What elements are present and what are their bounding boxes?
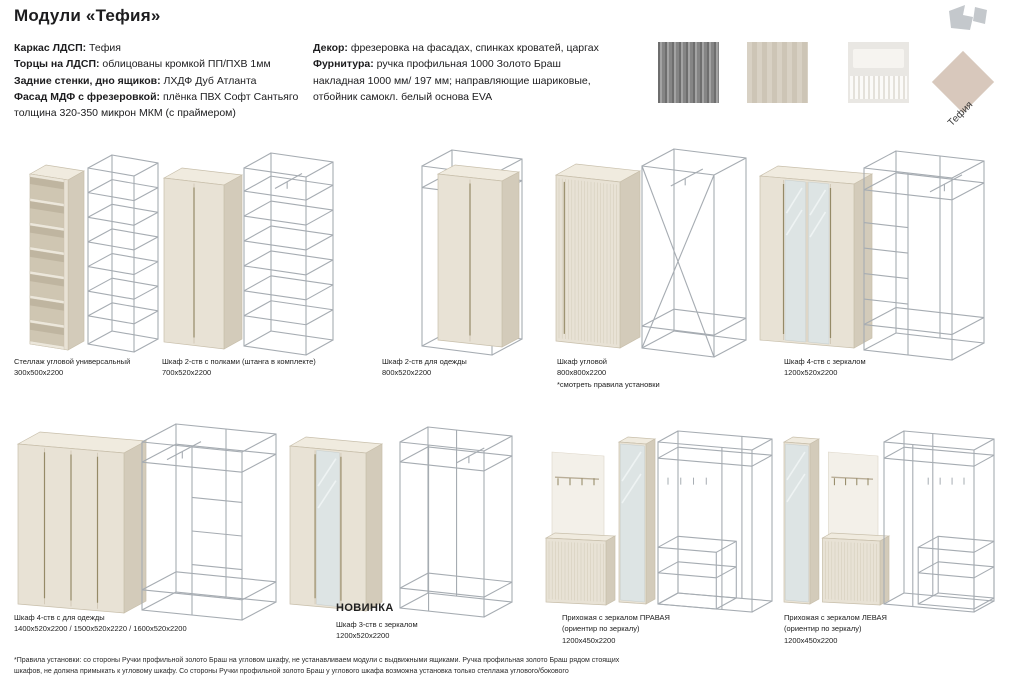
product-name: Прихожая с зеркалом ЛЕВАЯ <box>784 613 887 622</box>
spec-value: фрезеровка на фасадах, спинках кроватей,… <box>350 42 599 54</box>
spec-line: Каркас ЛДСП: Тефия <box>14 40 306 56</box>
spec-line: Задние стенки, дно ящиков: ЛХДФ Дуб Атла… <box>14 73 306 89</box>
brand-logo-icon <box>949 5 987 30</box>
product-dims: 1200х520х2200 <box>336 630 390 640</box>
install-rules-footnote: *Правила установки: со стороны Ручки про… <box>14 657 620 676</box>
spec-value: Тефия <box>89 42 121 54</box>
material-swatch-fabric <box>747 42 808 103</box>
spec-label: Фасад МДФ с фрезеровкой: <box>14 90 161 103</box>
spec-line: Фурнитура: ручка профильная 1000 Золото … <box>313 56 615 105</box>
product-name: Шкаф 4-ств с зеркалом <box>784 357 866 366</box>
render-wardrobe-2door-solid <box>162 167 244 350</box>
render-hallway-right-solid <box>544 436 657 606</box>
render-corner-wardrobe-solid <box>554 163 642 349</box>
product-caption: Шкаф 2-ств для одежды 800х520х2200 <box>382 356 467 379</box>
product-caption: Стеллаж угловой универсальный 300х500х22… <box>14 356 130 379</box>
material-swatch-milling-texture <box>658 42 719 103</box>
render-wardrobe-2door-shelves-wireframe <box>243 152 334 356</box>
product-dims: 1400х520х2200 / 1500х520х2220 / 1600х520… <box>14 624 187 634</box>
spec-label: Фурнитура: <box>313 58 374 71</box>
render-wardrobe-4door-mirror-wireframe <box>863 150 985 361</box>
render-corner-shelf-wireframe <box>87 154 159 353</box>
product-caption: Шкаф 2-ств с полками (штанга в комплекте… <box>162 356 316 379</box>
product-caption: Шкаф 4-ств с для одежды 1400х520х2200 / … <box>14 612 187 635</box>
render-corner-wardrobe-wireframe <box>641 148 747 358</box>
render-hallway-left-wireframe <box>883 430 995 613</box>
product-caption: Шкаф 4-ств с зеркалом 1200х520х2200 <box>784 356 866 379</box>
spec-label: Декор: <box>313 42 348 54</box>
specs-left: Каркас ЛДСП: Тефия Торцы на ЛДСП: облицо… <box>14 40 306 121</box>
spec-label: Задние стенки, дно ящиков: <box>14 74 161 87</box>
product-caption: Шкаф угловой 800х800х2200 *смотреть прав… <box>557 356 660 390</box>
render-wardrobe-4door-mirror-solid <box>758 165 874 349</box>
product-dims: 300х500х2200 <box>14 368 64 378</box>
novelty-badge: НОВИНКА <box>336 602 394 614</box>
product-name: Шкаф 3-ств с зеркалом <box>336 619 418 629</box>
product-name: Шкаф 2-ств для одежды <box>382 357 467 366</box>
spec-value: ЛХДФ Дуб Атланта <box>163 74 257 87</box>
product-name: Прихожая с зеркалом ПРАВАЯ <box>562 613 670 622</box>
spec-label: Каркас ЛДСП: <box>14 42 87 54</box>
spec-value: плёнка ПВХ Софт Сантьяго толщина 320-350… <box>14 90 299 120</box>
product-name: Шкаф 4-ств с для одежды <box>14 613 105 622</box>
product-note: *смотреть правила установки <box>557 379 660 389</box>
product-caption-new: НОВИНКА Шкаф 3-ств с зеркалом 1200х520х2… <box>336 600 418 641</box>
product-name: Шкаф 2-ств с полками (штанга в комплекте… <box>162 357 316 366</box>
product-dims: 1200х450х2200 <box>562 635 616 645</box>
product-dims: 1200х450х2200 <box>784 635 838 645</box>
spec-line: Декор: фрезеровка на фасадах, спинках кр… <box>313 40 615 56</box>
product-dims: 800х800х2200 <box>557 368 607 378</box>
product-name: Шкаф угловой <box>557 357 607 366</box>
render-wardrobe-4door-solid <box>16 431 148 614</box>
render-corner-shelf-solid <box>28 164 86 351</box>
page-title: Модули «Тефия» <box>14 6 161 25</box>
render-wardrobe-3door-mirror-wireframe <box>399 426 513 618</box>
product-dims: 700х520х2200 <box>162 368 212 378</box>
render-wardrobe-4door-wireframe <box>141 423 277 621</box>
bed-base-shape <box>850 75 907 99</box>
bed-headboard-shape <box>852 49 905 68</box>
spec-value: ручка профильная 1000 Золото Браш наклад… <box>313 58 591 103</box>
render-hallway-left-solid <box>782 436 891 606</box>
product-caption: Прихожая с зеркалом ПРАВАЯ (ориентир по … <box>562 612 670 646</box>
product-note: (ориентир по зеркалу) <box>784 624 862 634</box>
product-caption: Прихожая с зеркалом ЛЕВАЯ (ориентир по з… <box>784 612 887 646</box>
render-wardrobe-clothes-solid <box>436 164 521 348</box>
spec-line: Торцы на ЛДСП: облицованы кромкой ПП/ПХВ… <box>14 56 306 72</box>
product-dims: 800х520х2200 <box>382 368 432 378</box>
product-name: Стеллаж угловой универсальный <box>14 357 131 366</box>
spec-label: Торцы на ЛДСП: <box>14 58 100 71</box>
material-swatch-bed-photo <box>848 42 909 103</box>
render-hallway-right-wireframe <box>657 430 773 613</box>
specs-right: Декор: фрезеровка на фасадах, спинках кр… <box>313 40 615 105</box>
product-note: (ориентир по зеркалу) <box>562 624 640 634</box>
product-dims: 1200х520х2200 <box>784 368 838 378</box>
render-wardrobe-3door-mirror-solid <box>288 436 384 612</box>
spec-line: Фасад МДФ с фрезеровкой: плёнка ПВХ Софт… <box>14 89 306 122</box>
spec-value: облицованы кромкой ПП/ПХВ 1мм <box>102 58 271 71</box>
